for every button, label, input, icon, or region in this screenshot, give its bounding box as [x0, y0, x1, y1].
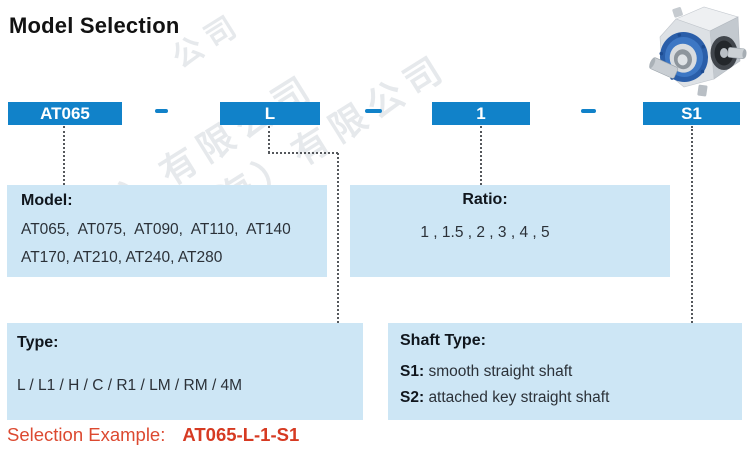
- type-values: L / L1 / H / C / R1 / LM / RM / 4M: [17, 377, 243, 394]
- selection-example-label: Selection Example:: [7, 424, 166, 445]
- selection-example-row: Selection Example: AT065-L-1-S1: [7, 425, 299, 445]
- shaft-option-s1-desc: smooth straight shaft: [428, 363, 573, 380]
- ratio-panel: Ratio: 1 , 1.5 , 2 , 3 , 4 , 5: [350, 185, 670, 277]
- page-title: Model Selection: [9, 13, 180, 38]
- model-list-line2: AT170, AT210, AT240, AT280: [21, 249, 223, 266]
- connector-shaft: [691, 126, 693, 323]
- dash-separator: [581, 109, 596, 113]
- connector-type-drop: [337, 153, 339, 323]
- type-panel: Type: L / L1 / H / C / R1 / LM / RM / 4M: [7, 323, 363, 420]
- connector-type-down: [268, 126, 270, 153]
- gearbox-product-image: [646, 1, 748, 98]
- gearbox-illustration: [649, 6, 747, 97]
- shaft-option-s2: S2: attached key straight shaft: [400, 389, 742, 406]
- code-box-shaft: S1: [643, 102, 740, 125]
- ratio-values: 1 , 1.5 , 2 , 3 , 4 , 5: [420, 224, 550, 241]
- code-box-ratio: 1: [432, 102, 530, 125]
- shaft-type-panel: Shaft Type: S1: smooth straight shaft S2…: [388, 323, 742, 420]
- model-panel-label: Model:: [21, 192, 73, 209]
- dash-separator: [155, 109, 168, 113]
- code-box-type: L: [220, 102, 320, 125]
- code-box-model: AT065: [8, 102, 122, 125]
- shaft-option-s1: S1: smooth straight shaft: [400, 363, 742, 380]
- shaft-option-s2-desc: attached key straight shaft: [428, 389, 610, 406]
- shaft-option-s1-code: S1:: [400, 363, 425, 380]
- selection-example-value: AT065-L-1-S1: [182, 424, 300, 445]
- connector-type-across: [268, 152, 338, 154]
- connector-ratio: [480, 126, 482, 185]
- type-panel-label: Type:: [17, 334, 59, 351]
- shaft-option-s2-code: S2:: [400, 389, 425, 406]
- model-panel: Model: AT065, AT075, AT090, AT110, AT140…: [7, 185, 327, 277]
- shaft-panel-label: Shaft Type:: [400, 332, 486, 349]
- model-list-line1: AT065, AT075, AT090, AT110, AT140: [21, 221, 291, 238]
- ratio-panel-label: Ratio:: [462, 191, 508, 208]
- connector-model: [63, 126, 65, 185]
- dash-separator: [365, 109, 382, 113]
